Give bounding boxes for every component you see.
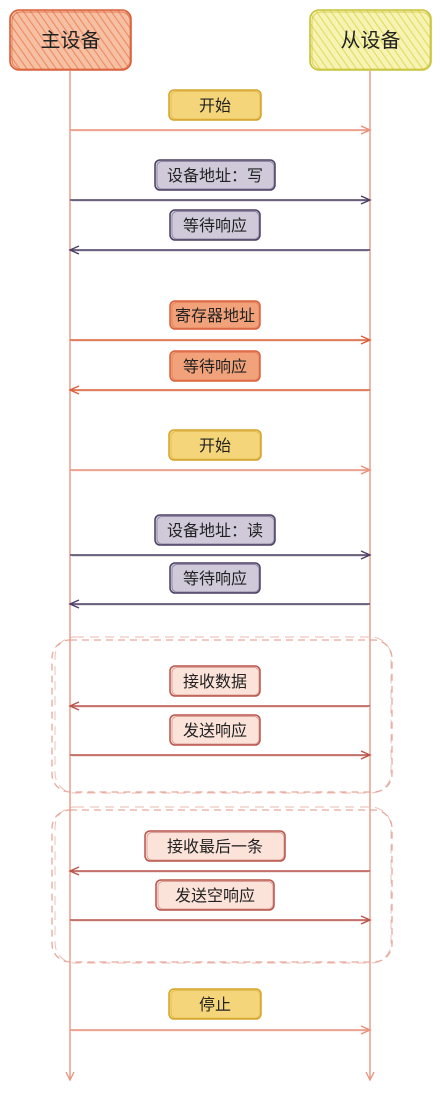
message-label: 接收数据	[183, 672, 247, 691]
message-label: 发送响应	[183, 721, 247, 740]
message-reg-addr: 寄存器地址	[70, 300, 372, 345]
master-lifeline-arrowhead	[65, 1071, 75, 1082]
message-label-box	[155, 879, 275, 911]
message-label-sketch	[170, 431, 261, 460]
message-start-1: 开始	[70, 89, 372, 135]
slave-header-label: 从设备	[341, 28, 401, 52]
message-arrowhead	[68, 599, 80, 609]
loop-frame	[51, 636, 393, 794]
message-label-box	[154, 159, 276, 191]
master-header-label: 主设备	[41, 28, 101, 52]
message-label: 开始	[199, 436, 231, 455]
message-label: 设备地址：读	[167, 521, 263, 540]
message-label-box	[168, 89, 262, 121]
message-label-box	[169, 714, 261, 746]
message-label-box	[169, 562, 261, 594]
loop-frame	[51, 806, 393, 964]
message-send-nack: 发送空响应	[70, 879, 372, 925]
message-arrowhead	[360, 465, 372, 475]
message-label-sketch	[171, 211, 260, 240]
master-header-sketch-outline	[11, 11, 131, 70]
message-arrowhead	[68, 245, 80, 255]
message-label-sketch	[156, 161, 275, 190]
message-addr-read: 设备地址：读	[70, 514, 372, 560]
message-label: 设备地址：写	[167, 166, 263, 185]
message-label-box	[168, 429, 262, 461]
message-label: 停止	[199, 995, 231, 1014]
message-wait-ack-1: 等待响应	[68, 209, 370, 255]
message-label-box	[169, 209, 261, 241]
slave-header-sketch-outline	[311, 11, 431, 70]
master-participant: 主设备	[9, 9, 132, 71]
slave-header-box	[309, 9, 432, 71]
message-label-sketch	[171, 564, 260, 593]
message-label-sketch	[171, 302, 260, 329]
message-label: 接收最后一条	[167, 837, 263, 856]
message-arrowhead	[360, 550, 372, 560]
message-addr-write: 设备地址：写	[70, 159, 372, 205]
message-label: 寄存器地址	[175, 306, 255, 325]
message-arrowhead	[68, 866, 80, 876]
slave-lifeline-arrowhead	[365, 1071, 375, 1082]
message-label-box	[154, 514, 276, 546]
message-label-box	[169, 350, 261, 382]
message-arrowhead	[360, 125, 372, 135]
message-arrowhead	[68, 385, 80, 395]
message-arrowhead	[360, 1025, 372, 1035]
message-arrowhead	[360, 750, 372, 760]
message-label-sketch	[171, 716, 260, 745]
message-label-sketch	[156, 516, 275, 545]
message-wait-ack-2: 等待响应	[68, 350, 370, 395]
message-label-sketch	[171, 352, 260, 381]
message-label-box	[169, 300, 261, 330]
message-label-box	[168, 988, 262, 1020]
message-arrowhead	[68, 701, 80, 711]
message-label-sketch	[171, 667, 260, 696]
message-label-box	[144, 830, 286, 862]
master-header-box	[9, 9, 132, 71]
message-wait-ack-3: 等待响应	[68, 562, 370, 609]
message-arrowhead	[360, 195, 372, 205]
message-label-sketch	[170, 990, 261, 1019]
message-recv-data: 接收数据	[68, 665, 370, 711]
message-label-sketch	[157, 881, 274, 910]
message-recv-last: 接收最后一条	[68, 830, 370, 876]
slave-participant: 从设备	[309, 9, 432, 71]
message-label: 等待响应	[183, 216, 247, 235]
message-label: 发送空响应	[175, 886, 255, 905]
message-label: 等待响应	[183, 569, 247, 588]
message-label-box	[169, 665, 261, 697]
message-send-ack: 发送响应	[70, 714, 372, 760]
message-start-2: 开始	[70, 429, 372, 475]
message-arrowhead	[360, 335, 372, 345]
message-label-sketch	[146, 832, 285, 861]
message-arrowhead	[360, 915, 372, 925]
message-stop: 停止	[70, 988, 372, 1035]
message-label: 等待响应	[183, 357, 247, 376]
message-label-sketch	[170, 91, 261, 120]
message-label: 开始	[199, 96, 231, 115]
